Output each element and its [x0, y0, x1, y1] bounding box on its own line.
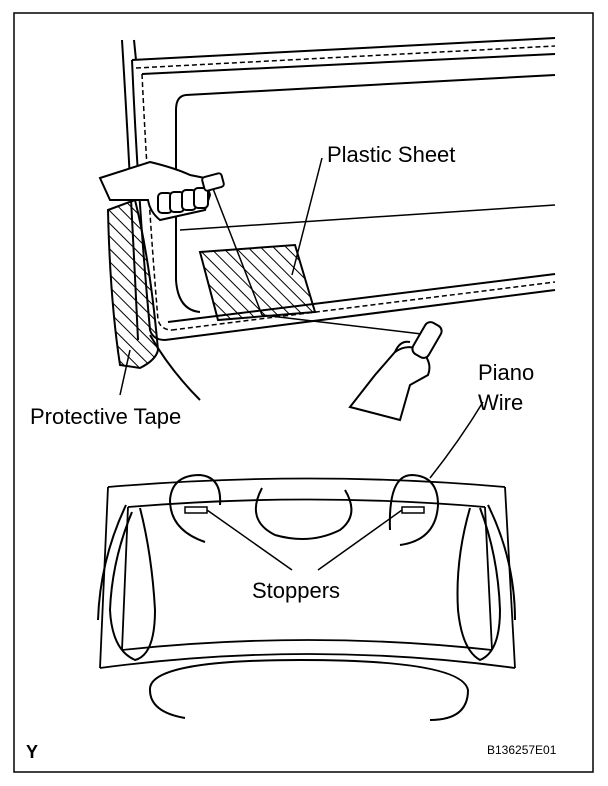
wire-label-line2: Wire [478, 390, 523, 415]
left-hand [98, 160, 225, 222]
stopper-leader-lines [206, 509, 403, 571]
plastic-sheet-area [198, 243, 317, 322]
piano-wire [211, 185, 431, 336]
leader-lines [119, 157, 484, 479]
stopper-arcs [97, 473, 516, 721]
figure-border [13, 12, 594, 773]
protective-tape-area [106, 198, 160, 370]
piano-label-line1: Piano [478, 360, 534, 385]
protective-tape-label: Protective Tape [30, 404, 181, 429]
figure-id-label: B136257E01 [487, 743, 557, 757]
windshield-outline [99, 477, 516, 669]
right-hand [348, 321, 443, 422]
stoppers-label: Stoppers [252, 578, 340, 603]
plastic-sheet-label: Plastic Sheet [327, 142, 455, 167]
view-code-label: Y [26, 742, 38, 762]
window-frame [121, 37, 556, 401]
stopper-marks [184, 506, 425, 514]
